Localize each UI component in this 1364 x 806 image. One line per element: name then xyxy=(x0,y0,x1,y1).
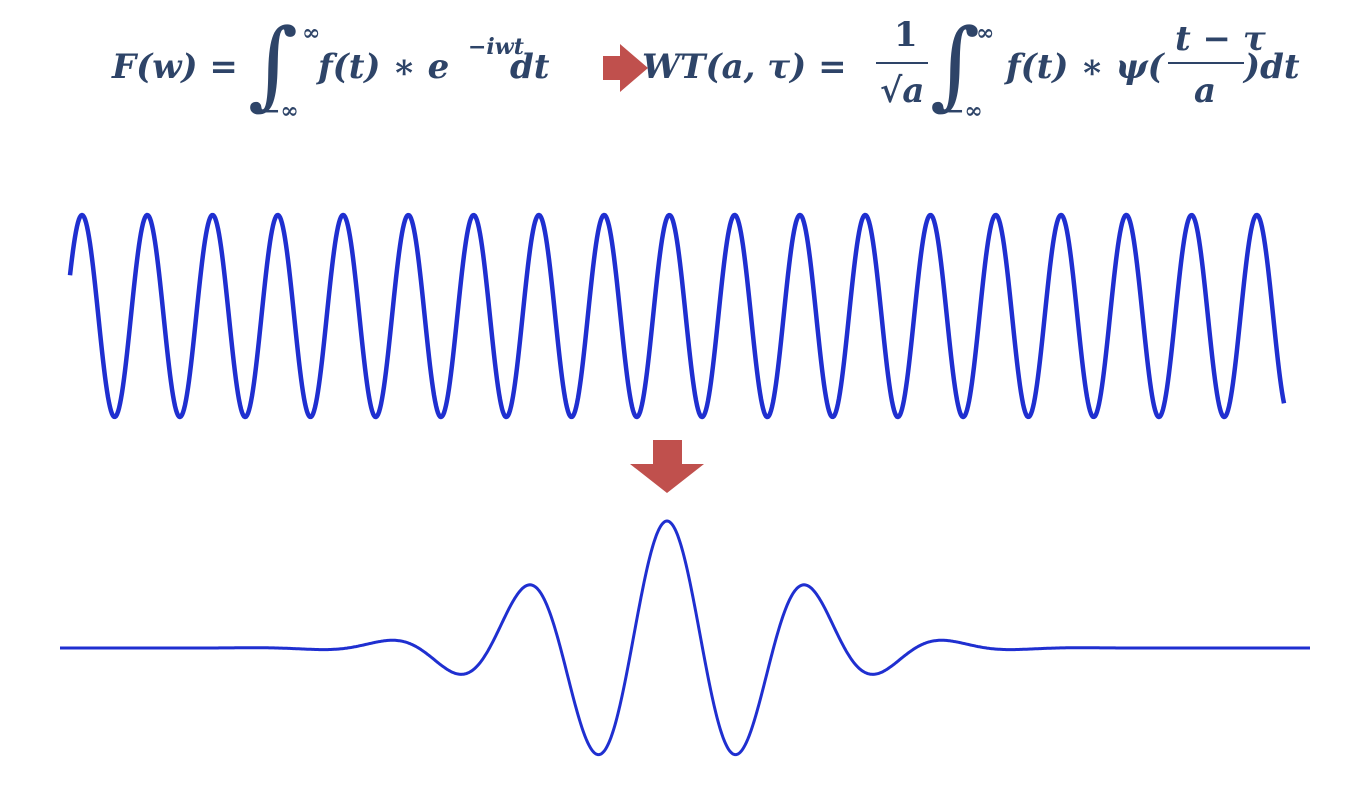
wavelet-tail: )dt xyxy=(1244,47,1300,87)
lower-limit: −∞ xyxy=(946,98,983,124)
inner-denominator: a xyxy=(1194,71,1217,111)
inner-numerator: t − τ xyxy=(1175,19,1266,59)
frac-denominator: √a xyxy=(880,71,925,111)
fourier-exponent: −iwt xyxy=(468,34,524,60)
upper-limit: ∞ xyxy=(976,20,995,46)
wavelet-integrand: f(t) ∗ ψ( xyxy=(1006,47,1164,87)
right-arrow-icon xyxy=(603,44,648,92)
fourier-lhs: F(w) = xyxy=(112,47,238,87)
inner-fraction-bar xyxy=(1168,62,1244,64)
frac-numerator: 1 xyxy=(894,15,918,55)
fraction-bar xyxy=(876,62,928,64)
integral-sign: ∫ xyxy=(930,8,981,120)
sine-wave xyxy=(67,212,1287,420)
upper-limit: ∞ xyxy=(302,20,321,46)
wavelet-lhs: WT(a, τ) = xyxy=(642,47,847,87)
wavelet-wave xyxy=(59,519,1311,757)
fourier-differential: dt xyxy=(510,47,550,87)
integral-sign: ∫ xyxy=(248,8,299,120)
down-arrow-icon xyxy=(630,440,704,493)
lower-limit: −∞ xyxy=(262,98,299,124)
fourier-integrand: f(t) ∗ e xyxy=(318,47,450,87)
